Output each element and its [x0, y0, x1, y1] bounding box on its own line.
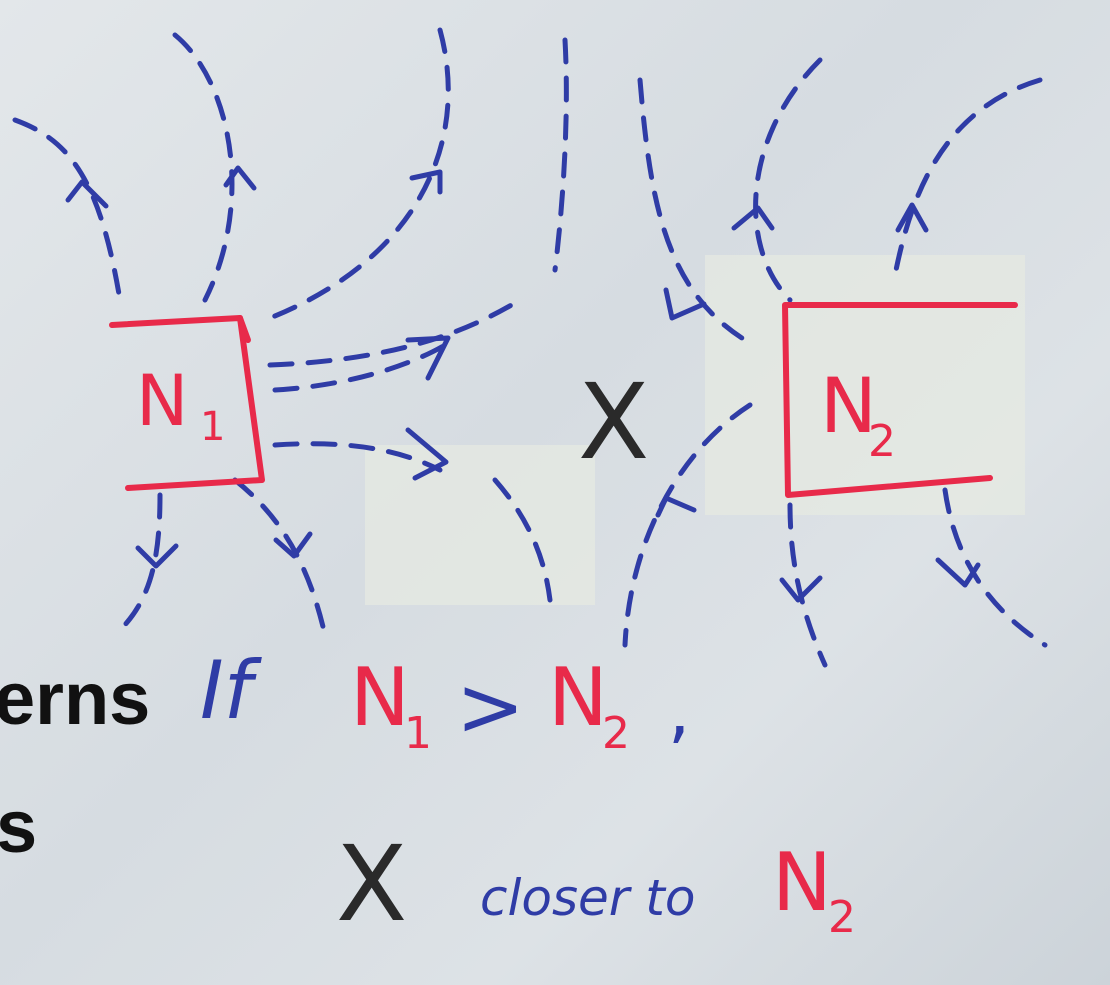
field-line: [267, 297, 523, 368]
conclusion-subscript: 2: [828, 892, 856, 943]
arrow-head-icon: [663, 287, 707, 321]
slide-text-fragment: s: [0, 785, 38, 868]
arrow-head-icon: [655, 495, 697, 518]
tape-patches: [365, 255, 1025, 605]
box-n1-outline: [237, 315, 251, 343]
box-n2-outline: [782, 302, 1018, 498]
field-line: [272, 342, 448, 393]
condition-comma: ,: [668, 670, 690, 752]
arrow-head-icon: [273, 531, 313, 559]
box-n1-outline: [109, 315, 265, 491]
box-n2-subscript: 2: [868, 416, 896, 467]
slide-text-fragment: erns: [0, 657, 151, 740]
condition-line: If N 1 > N 2 ,: [200, 644, 690, 759]
condition-right-subscript: 2: [602, 708, 630, 759]
field-line: [753, 57, 823, 303]
field-line: [12, 117, 123, 303]
conclusion-phrase: closer to: [480, 869, 695, 927]
field-line: [892, 77, 1043, 278]
arrow-head-icon: [405, 427, 449, 481]
field-line: [272, 441, 443, 473]
field-line: [232, 477, 328, 638]
condition-comparator: >: [456, 660, 525, 755]
arrow-head-icon: [223, 165, 257, 191]
if-word: If: [200, 644, 263, 737]
box-n2-letter: N: [820, 361, 877, 450]
condition-left-subscript: 1: [404, 708, 432, 759]
field-lines: [12, 27, 1048, 668]
arrow-head-icon: [935, 557, 981, 588]
field-line: [492, 477, 553, 603]
arrow-heads: [65, 165, 981, 603]
conclusion-letter: N: [772, 836, 832, 929]
box-n1: N 1: [109, 315, 265, 491]
field-line: [942, 487, 1048, 648]
box-n1-subscript: 1: [200, 404, 225, 450]
conclusion-line: X closer to N 2: [336, 823, 856, 945]
field-line: [172, 32, 235, 303]
arrow-head-icon: [409, 169, 443, 195]
arrow-head-icon: [65, 179, 109, 209]
arrow-head-icon: [731, 205, 775, 231]
condition-left-letter: N: [350, 651, 410, 744]
box-n2: N 2: [782, 302, 1018, 498]
arrow-head-icon: [895, 202, 929, 233]
conclusion-point: X: [336, 823, 407, 945]
middle-point-x: X: [578, 361, 649, 483]
box-n1-letter: N: [136, 360, 188, 442]
tape-patch: [705, 255, 1025, 515]
field-line: [117, 492, 163, 633]
tape-patch: [365, 445, 595, 605]
condition-right-letter: N: [548, 651, 608, 744]
field-line: [637, 77, 748, 343]
arrow-head-icon: [135, 543, 179, 569]
arrow-head-icon: [405, 335, 451, 381]
field-line: [552, 37, 569, 273]
field-line: [787, 502, 828, 668]
arrow-head-icon: [779, 575, 823, 603]
field-line: [262, 27, 451, 323]
